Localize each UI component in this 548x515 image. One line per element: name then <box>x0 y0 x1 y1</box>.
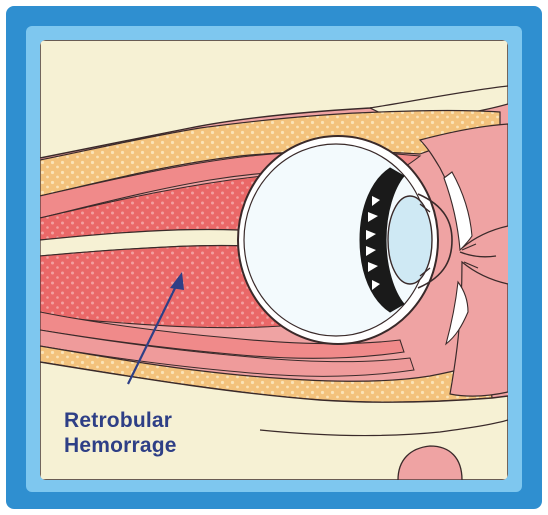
label-line-1: Retrobular <box>64 408 177 433</box>
hemorrhage-label: Retrobular Hemorrage <box>64 408 177 458</box>
label-line-2: Hemorrage <box>64 433 177 458</box>
